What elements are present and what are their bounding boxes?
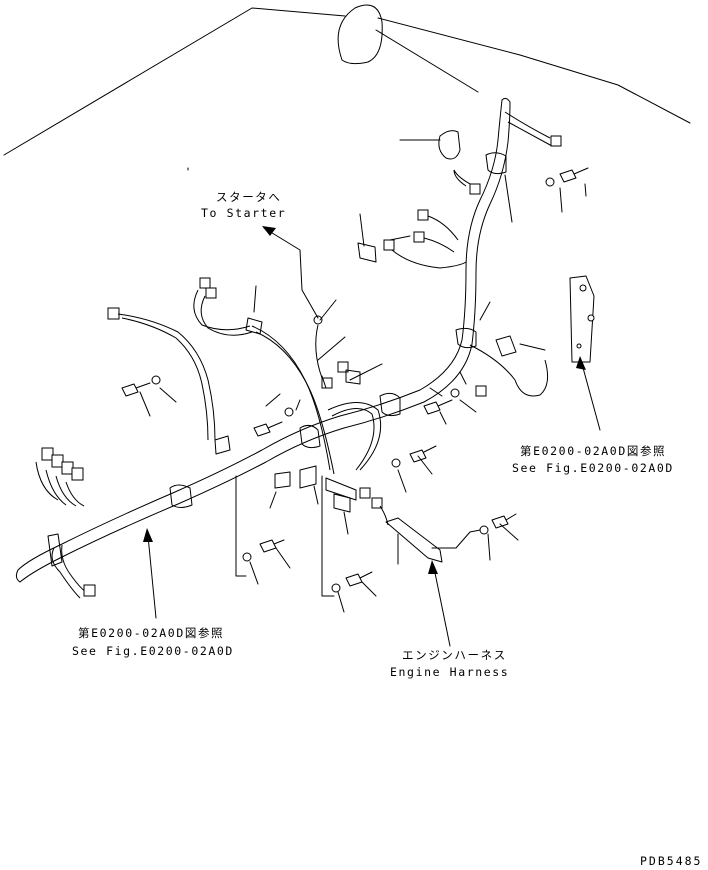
- ref-right-label-jp: 第E0200-02A0D図参照: [520, 444, 667, 458]
- mid-brackets: [274, 465, 383, 513]
- main-harness-trunk: [15, 97, 511, 583]
- ref-right-label-en: See Fig.E0200-02A0D: [512, 461, 674, 475]
- ref-left-arrow: [143, 528, 157, 619]
- starter-label-en: To Starter: [201, 206, 287, 220]
- right-bracket-plate: [569, 275, 595, 363]
- drawing-number: PDB5485: [640, 854, 703, 868]
- starter-label-jp: スタータへ: [216, 190, 282, 204]
- engine-harness-label-jp: エンジンハーネス: [402, 648, 507, 662]
- left-connector-cluster: [35, 447, 96, 599]
- ref-right-arrow: [576, 356, 601, 431]
- engine-hood-outline: [3, 4, 691, 156]
- starter-wire: [313, 315, 382, 471]
- right-lower-branch: [429, 335, 549, 397]
- ref-left-label-jp: 第E0200-02A0D図参照: [78, 626, 225, 640]
- starter-arrow: [262, 226, 319, 319]
- engine-harness-label-en: Engine Harness: [390, 665, 510, 679]
- ref-left-label-en: See Fig.E0200-02A0D: [72, 644, 234, 658]
- upper-branch: [504, 111, 562, 147]
- engine-harness-bar: [379, 505, 443, 563]
- leader-lines: [139, 139, 587, 613]
- upper-middle-branches: [357, 130, 481, 269]
- engine-harness-arrow: [428, 560, 451, 647]
- bolts-washers: [121, 167, 589, 593]
- left-loop-harness: [107, 277, 335, 475]
- trunk-clamps: [169, 152, 507, 508]
